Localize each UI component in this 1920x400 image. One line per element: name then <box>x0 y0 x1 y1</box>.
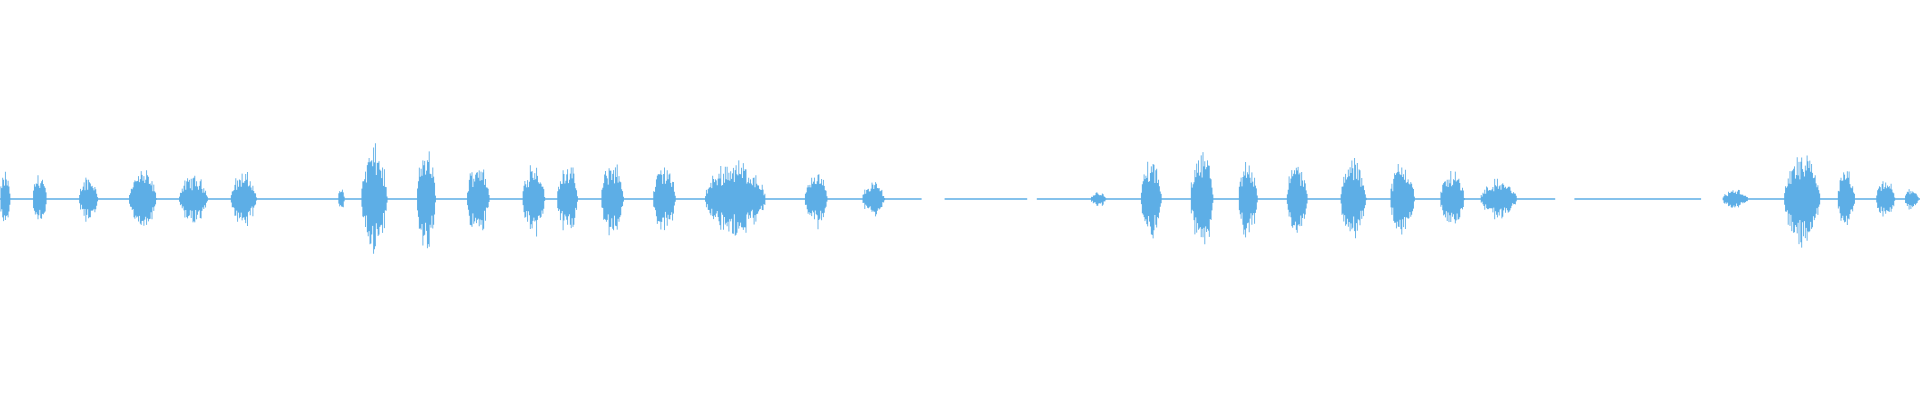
waveform-burst <box>1876 181 1896 217</box>
waveform-burst <box>862 182 886 217</box>
waveform-burst-path <box>33 175 47 220</box>
waveform-burst-path <box>1837 171 1855 225</box>
waveform-burst <box>1238 162 1258 238</box>
waveform-burst <box>601 164 624 236</box>
waveform-burst-path <box>1784 155 1821 248</box>
waveform-burst-path <box>1440 171 1465 224</box>
waveform-burst <box>1440 171 1465 224</box>
waveform-burst-path <box>1722 189 1749 208</box>
waveform-burst-path <box>653 167 676 231</box>
waveform-burst-path <box>1340 158 1367 239</box>
waveform-burst <box>1480 178 1517 220</box>
waveform-burst-path <box>1286 166 1308 233</box>
waveform-burst <box>129 170 157 226</box>
waveform-burst-path <box>417 151 436 249</box>
waveform-burst-path <box>179 175 208 223</box>
waveform-burst <box>179 175 208 223</box>
waveform-burst <box>33 175 47 220</box>
waveform-burst <box>1340 158 1367 239</box>
waveform-burst <box>417 151 436 249</box>
waveform-burst-path <box>230 172 257 226</box>
waveform-burst <box>1905 189 1919 210</box>
waveform-burst <box>1091 192 1107 206</box>
waveform-burst <box>804 174 828 230</box>
waveform-burst <box>1140 161 1162 239</box>
waveform-burst <box>522 165 546 237</box>
waveform-burst-path <box>361 143 388 254</box>
waveform-burst-path <box>862 182 886 217</box>
waveform-burst-path <box>1905 189 1919 210</box>
waveform-burst-path <box>1190 152 1214 245</box>
waveform-burst <box>557 167 578 231</box>
waveform-burst <box>0 171 11 222</box>
waveform-burst <box>653 167 676 231</box>
waveform-burst-path <box>338 189 345 208</box>
waveform-burst <box>338 189 345 208</box>
waveform-burst-path <box>467 169 490 231</box>
waveform-burst <box>79 177 99 222</box>
waveform-burst-path <box>804 174 828 230</box>
waveform-burst <box>1190 152 1214 245</box>
waveform-burst <box>1837 171 1855 225</box>
waveform-burst-path <box>129 170 157 226</box>
waveform-burst-path <box>705 160 766 236</box>
waveform-burst-path <box>1390 164 1415 235</box>
waveform-burst-path <box>601 164 624 236</box>
waveform-bars <box>0 143 1919 254</box>
waveform-burst <box>1390 164 1415 235</box>
waveform-burst <box>1286 166 1308 233</box>
waveform-burst <box>1722 189 1749 208</box>
waveform-burst-path <box>1238 162 1258 238</box>
waveform-burst-path <box>557 167 578 231</box>
waveform-burst <box>1784 155 1821 248</box>
waveform-burst-path <box>1091 192 1107 206</box>
waveform-burst-path <box>522 165 546 237</box>
waveform-burst-path <box>1876 181 1896 217</box>
waveform-burst <box>705 160 766 236</box>
waveform-burst <box>230 172 257 226</box>
waveform-burst <box>467 169 490 231</box>
waveform-burst-path <box>1140 161 1162 239</box>
waveform-burst <box>361 143 388 254</box>
waveform-burst-path <box>79 177 99 222</box>
waveform-burst-path <box>1480 178 1517 220</box>
waveform-burst-path <box>0 171 11 222</box>
